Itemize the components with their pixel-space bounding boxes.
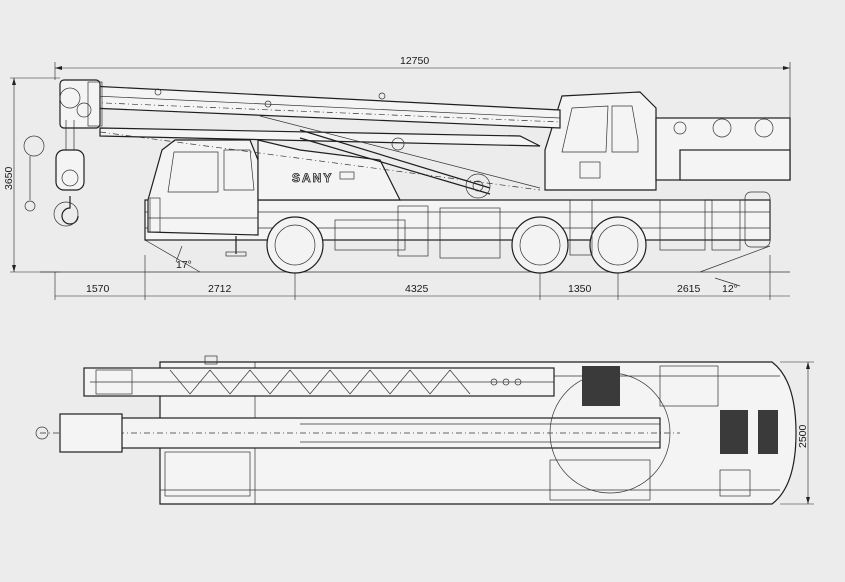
- departure-angle-label: 12°: [722, 283, 738, 295]
- brand-logo-text: SANY: [292, 171, 333, 185]
- counterweight: [655, 117, 791, 181]
- luffing-cylinder: [299, 129, 491, 199]
- top-view: 2500: [35, 355, 814, 505]
- carrier-cab: [147, 139, 259, 236]
- overall-width-dimension: 2500: [780, 361, 814, 505]
- boom-lattice-top: [83, 367, 555, 397]
- front-overhang-label: 1570: [86, 283, 110, 295]
- overall-width-label: 2500: [797, 424, 809, 448]
- overall-height-label: 3650: [3, 166, 15, 190]
- departure-angle: 12°: [699, 245, 771, 295]
- grille-panels: [582, 365, 778, 454]
- rear-axle-2-wheel: [589, 216, 647, 274]
- approach-angle-label: 17°: [176, 259, 192, 271]
- axle-dimension-chain: 1570 2712 4325 1350 2615: [54, 255, 790, 300]
- wheelbase-1-label: 2712: [208, 283, 232, 295]
- outriggers-side: [225, 199, 741, 257]
- boom-head: [59, 79, 103, 129]
- rear-axle-1-wheel: [511, 216, 569, 274]
- operator-cab: [544, 91, 657, 191]
- main-boom-top: [35, 413, 680, 453]
- wheelbase-3-label: 1350: [568, 283, 592, 295]
- overall-height-dimension: 3650: [3, 77, 60, 273]
- side-view: 12750 3650 1570 2712 4325 1350 2615: [3, 55, 791, 300]
- front-axle-1-wheel: [266, 216, 324, 274]
- overall-length-dimension: 12750: [54, 55, 791, 180]
- approach-angle: 17°: [144, 239, 201, 273]
- wheelbase-2-label: 4325: [405, 283, 429, 295]
- overall-length-label: 12750: [400, 55, 429, 67]
- carrier-deck-housing: SANY: [257, 139, 401, 201]
- wheels-side: [266, 216, 647, 274]
- lower-equipment: [164, 355, 751, 501]
- rear-overhang-label: 2615: [677, 283, 701, 295]
- hook-block: [23, 120, 85, 227]
